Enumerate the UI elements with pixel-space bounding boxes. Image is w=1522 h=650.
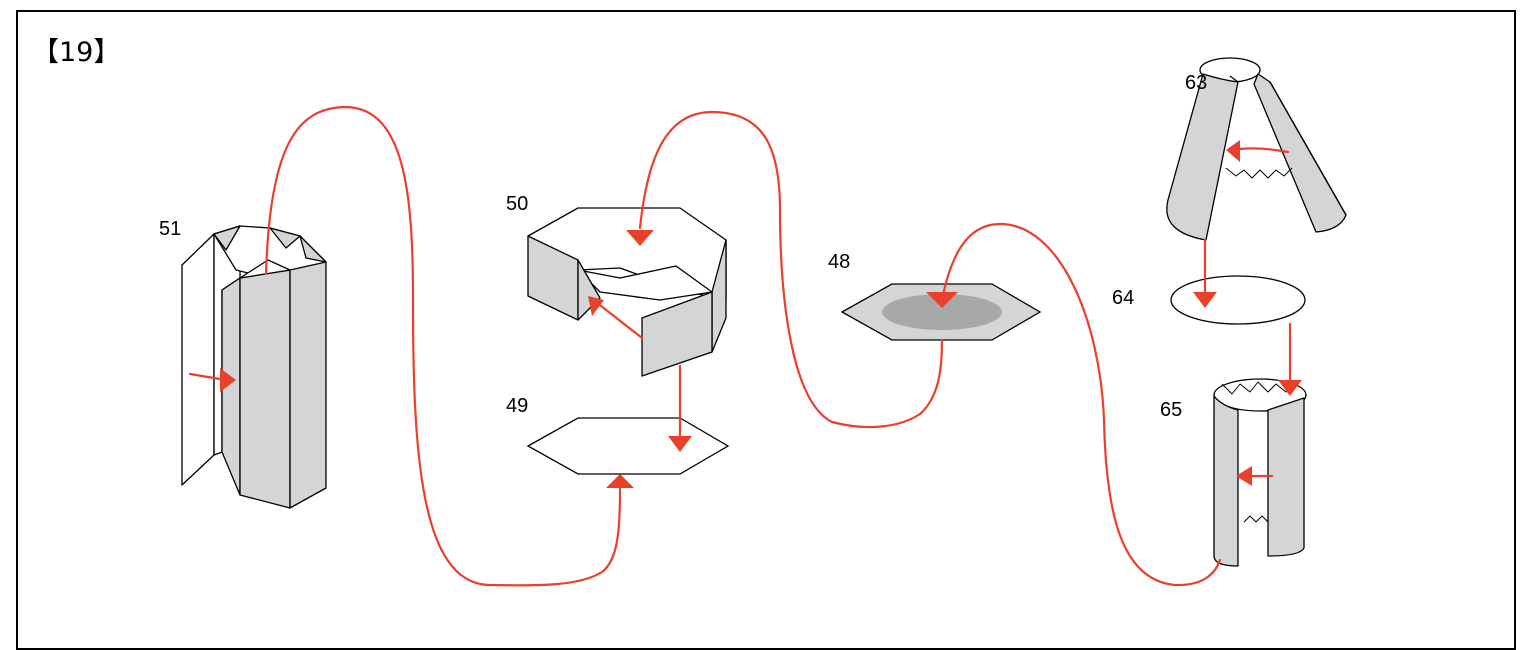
connectors [188, 105, 1292, 587]
part-63-split-cone [1166, 57, 1347, 241]
part-49-hexagon [526, 417, 730, 475]
assembly-diagram: 51 50 49 48 63 64 65 [159, 57, 1347, 587]
label-48: 48 [828, 251, 850, 273]
connector-48-to-65 [940, 222, 1222, 587]
connector-50-to-48 [638, 110, 944, 429]
arrow-63-internal [1226, 140, 1240, 162]
connector-50-internal [594, 300, 644, 340]
arrow-into-48 [926, 292, 958, 308]
connector-63-internal [1232, 147, 1290, 154]
part-64-ellipse-disc [1170, 275, 1306, 325]
arrow-into-65 [1278, 380, 1302, 396]
arrow-50-to-49 [668, 436, 692, 452]
arrow-into-50 [626, 230, 654, 246]
label-64: 64 [1112, 287, 1134, 309]
step-title: 【19】 [32, 37, 121, 68]
arrow-65-internal [1236, 466, 1252, 486]
label-50: 50 [506, 193, 528, 215]
arrowheads [220, 140, 1302, 488]
connector-51-to-49 [264, 105, 622, 587]
label-51: 51 [159, 218, 181, 240]
part-50-hex-ring [527, 207, 727, 377]
label-65: 65 [1160, 399, 1182, 421]
arrow-51-tab [220, 368, 236, 392]
part-51-hex-column [181, 225, 327, 509]
part-65-split-cylinder [1213, 378, 1307, 567]
arrow-into-49 [606, 474, 634, 488]
arrow-into-64 [1193, 292, 1217, 308]
part-48-hex-disc [840, 283, 1042, 341]
arrow-50-internal [588, 296, 604, 316]
label-49: 49 [506, 395, 528, 417]
label-63: 63 [1185, 72, 1207, 94]
